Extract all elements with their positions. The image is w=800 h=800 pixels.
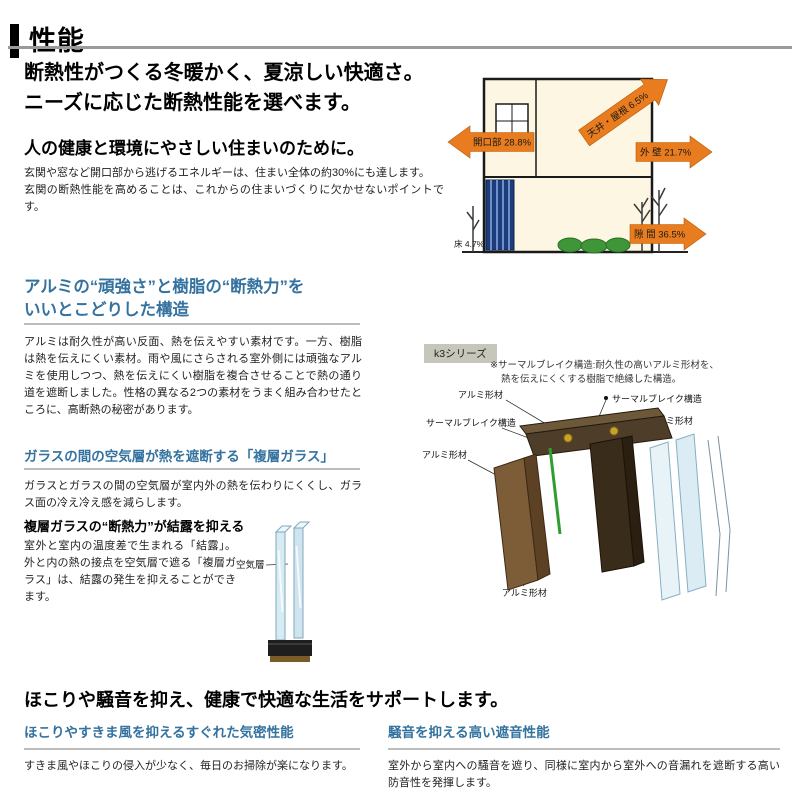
screw xyxy=(609,426,619,436)
callout-thermal-left: サーマルブレイク構造 xyxy=(426,417,516,428)
gap-loss-label: 隙 間 36.5% xyxy=(634,229,686,241)
glass-body2: 室外と室内の温度差で生まれる「結露」。外と内の熱の接点を空気層で遮る「複層ガラス… xyxy=(24,540,236,603)
callout-alumi-right: アルミ形材 xyxy=(648,415,693,426)
thermal-break-note-line1: ※サーマルブレイク構造:耐久性の高いアルミ形材を、 xyxy=(490,360,719,371)
callout-alumi-left: アルミ形材 xyxy=(422,449,467,460)
intro-body-line1: 玄関や窓など開口部から逃げるエネルギーは、住まい全体の約30%にも達します。 xyxy=(24,167,430,179)
glass-body: ガラスとガラスの間の空気層が室内外の熱を伝わりにくくし、ガラス面の冷え冷え感を減… xyxy=(24,480,362,509)
thermal-break-note: ※サーマルブレイク構造:耐久性の高いアルミ形材を、 熱を伝えにくくする樹脂で絶縁… xyxy=(490,359,785,386)
glass-heading-rule xyxy=(24,468,360,470)
gap-loss-arrow: 隙 間 36.5% xyxy=(629,217,707,251)
air-layer-label: 空気層 xyxy=(236,559,265,571)
thermal-break-frame-diagram: アルミ形材 サーマルブレイク構造 アルミ形材 サーマルブレイク構造 アルミ形材 … xyxy=(422,389,731,601)
frame-top-rail xyxy=(519,407,673,457)
heat-loss-house-diagram: 天井・屋根 6.5% 開口部 28.8% 外 壁 21.7% 隙 間 36.5%… xyxy=(447,77,713,254)
k3-series-badge: k3シリーズ xyxy=(424,344,497,363)
bushes xyxy=(557,237,631,254)
glass-subhead: 複層ガラスの“断熱力”が結露を抑える xyxy=(24,519,245,534)
intro-headline: 断熱性がつくる冬暖かく、夏涼しい快適さ。 ニーズに応じた断熱性能を選べます。 xyxy=(24,58,424,118)
alumi-heading-line2: いいとこどりした構造 xyxy=(24,301,189,319)
frame-glass-unit xyxy=(649,433,731,601)
glass-panes xyxy=(274,521,311,641)
glazing-frame xyxy=(268,640,312,662)
title-divider xyxy=(8,46,792,49)
opening-loss-arrow: 開口部 28.8% xyxy=(447,125,535,159)
airtight-heading: ほこりやすきま風を抑えるすぐれた気密性能 xyxy=(24,725,294,740)
alumi-heading-rule xyxy=(24,323,360,325)
alumi-body: アルミは耐久性が高い反面、熱を伝えやすい素材です。一方、樹脂は熱を伝えにくい素材… xyxy=(24,336,362,416)
intro-body-line2: 玄関の断熱性能を高めることは、これからの住まいづくりに欠かせないポイントです。 xyxy=(24,184,444,213)
callout-alumi-top: アルミ形材 xyxy=(458,389,503,400)
intro-headline-line2: ニーズに応じた断熱性能を選べます。 xyxy=(24,92,361,114)
airtight-body: すきま風やほこりの侵入が少なく、毎日のお掃除が楽になります。 xyxy=(24,760,353,772)
wall-loss-arrow: 外 壁 21.7% xyxy=(635,135,713,169)
resin-gasket xyxy=(548,447,562,535)
callout-thermal-top: サーマルブレイク構造 xyxy=(612,393,702,404)
soundproof-heading-rule xyxy=(388,748,780,750)
intro-subhead: 人の健康と環境にやさしい住まいのために。 xyxy=(24,139,364,158)
soundproof-heading: 騒音を抑える高い遮音性能 xyxy=(388,725,550,740)
house-door xyxy=(485,179,515,251)
bottom-headline: ほこりや騒音を抑え、健康で快適な生活をサポートします。 xyxy=(24,690,509,710)
glass-section-heading: ガラスの間の空気層が熱を遮断する「複層ガラス」 xyxy=(24,449,334,464)
airtight-heading-rule xyxy=(24,748,360,750)
screw xyxy=(563,433,573,443)
soundproof-body: 室外から室内への騒音を遮り、同様に室内から室外への音漏れを遮断する高い防音性を発… xyxy=(388,760,780,789)
callout-alumi-bottom: アルミ形材 xyxy=(502,587,547,598)
floor-loss-label: 床 4.7% xyxy=(454,239,485,249)
alumi-heading-line1: アルミの“頑強さ”と樹脂の“断熱力”を xyxy=(24,278,305,296)
intro-body: 玄関や窓など開口部から逃げるエネルギーは、住まい全体の約30%にも達します。 玄… xyxy=(24,165,444,216)
double-glazing-diagram: 空気層 xyxy=(236,521,312,662)
soundproof-column: 騒音を抑える高い遮音性能 室外から室内への騒音を遮り、同様に室内から室外への音漏… xyxy=(388,724,780,792)
wall-loss-label: 外 壁 21.7% xyxy=(640,147,692,159)
airtight-column: ほこりやすきま風を抑えるすぐれた気密性能 すきま風やほこりの侵入が少なく、毎日の… xyxy=(24,724,360,775)
frame-left-jamb xyxy=(493,453,551,591)
opening-loss-label: 開口部 28.8% xyxy=(473,137,532,149)
intro-headline-line1: 断熱性がつくる冬暖かく、夏涼しい快適さ。 xyxy=(24,62,424,84)
alumi-section-heading: アルミの“頑強さ”と樹脂の“断熱力”を いいとこどりした構造 xyxy=(24,276,304,322)
thermal-break-note-line2: 熱を伝えにくくする樹脂で絶縁した構造。 xyxy=(501,373,682,385)
page-title: 性能 xyxy=(10,24,85,59)
frame-mullion xyxy=(589,435,645,573)
